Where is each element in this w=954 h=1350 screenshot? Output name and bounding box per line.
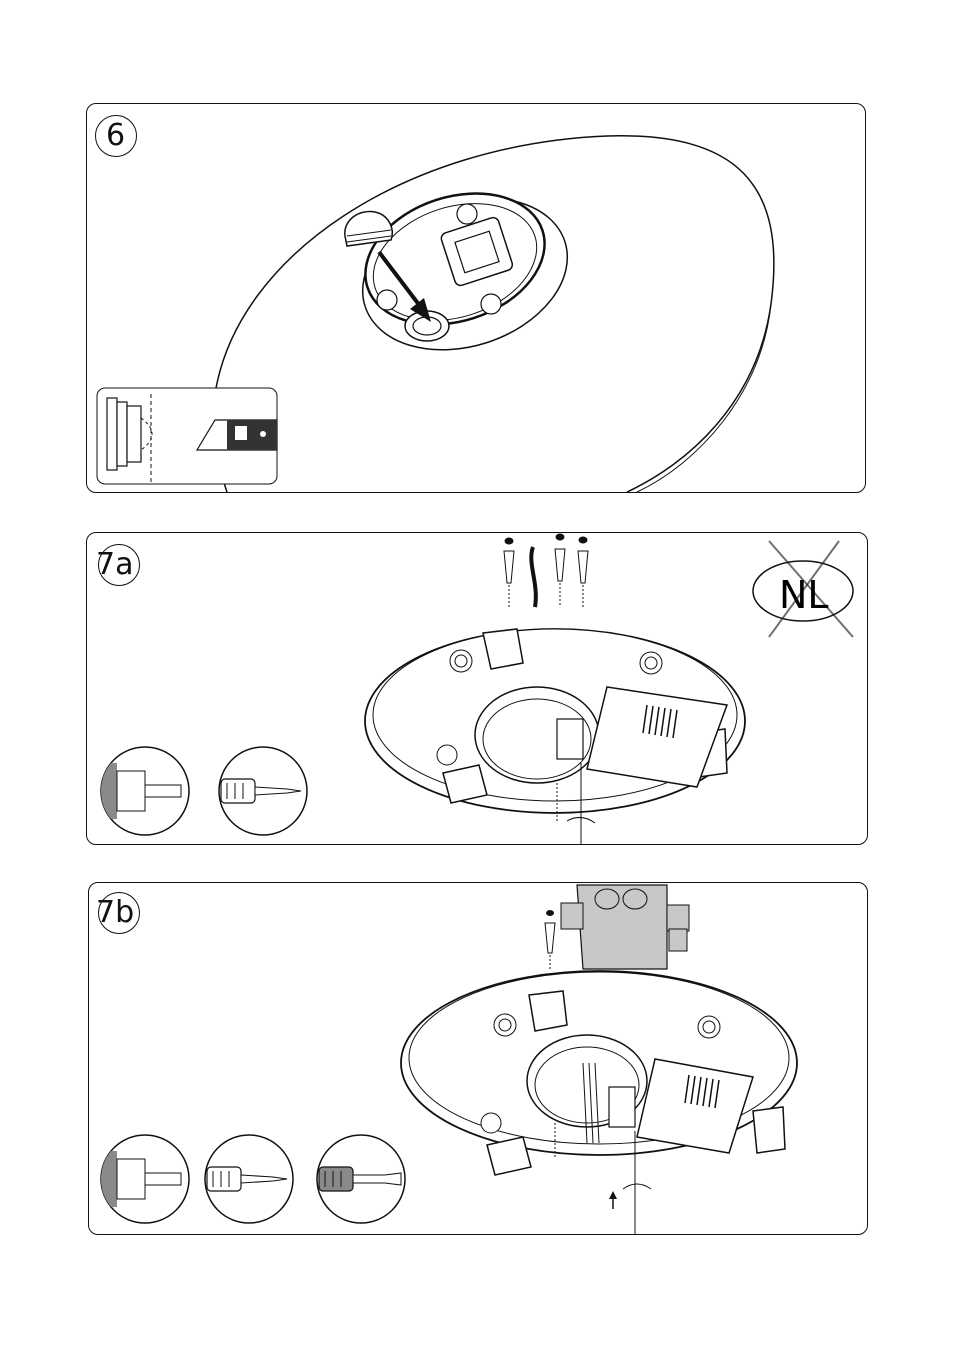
nl-label: NL (779, 573, 829, 617)
panel-step-6: 6 (86, 103, 866, 493)
phillips-screwdriver-icon (219, 747, 307, 835)
panel-step-7b: 7b (88, 882, 868, 1235)
flat-screwdriver-icon (317, 1135, 405, 1223)
drill-icon (101, 1135, 189, 1223)
panel-step-7a: 7a (86, 532, 868, 845)
illustration-lamp-shade-cap (87, 104, 865, 492)
illustration-junction-box-mount (89, 883, 867, 1234)
illustration-ceiling-mount-fixing (87, 533, 867, 844)
phillips-screwdriver-icon (205, 1135, 293, 1223)
drill-icon (101, 747, 189, 835)
